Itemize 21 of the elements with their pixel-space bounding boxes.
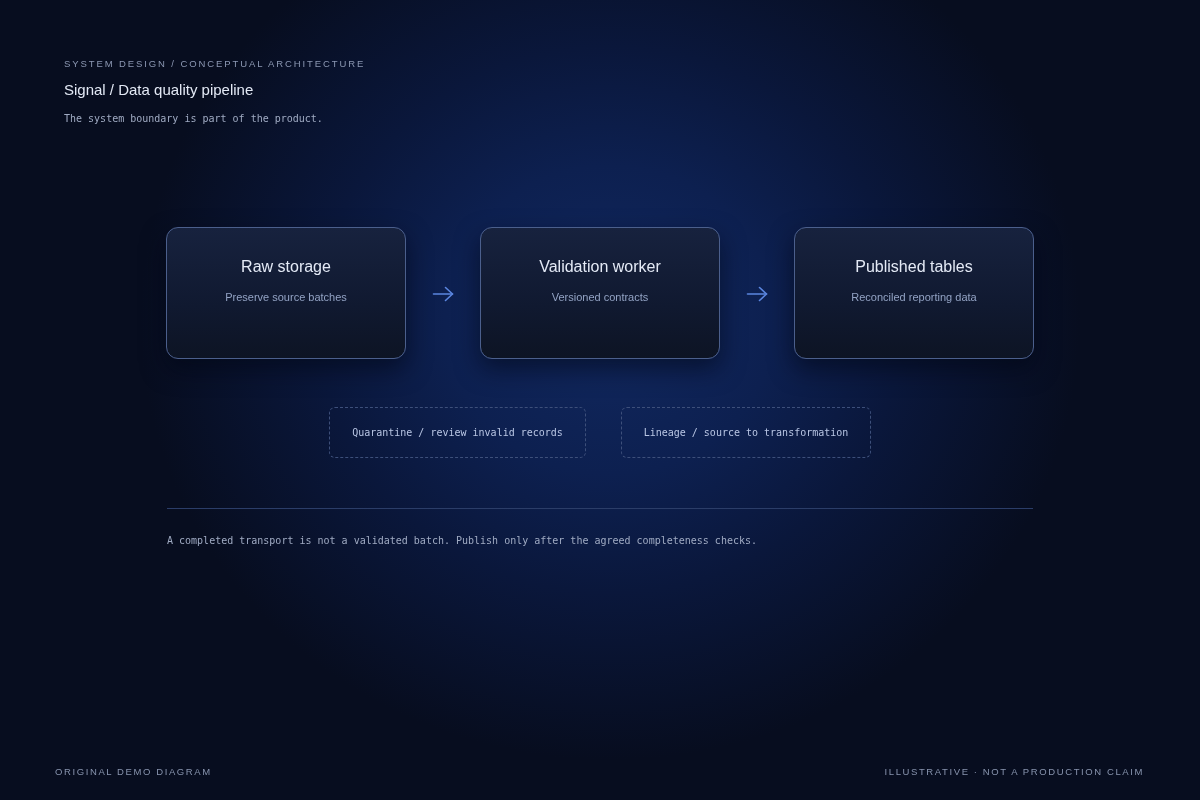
diagram-title: Signal / Data quality pipeline — [64, 81, 254, 99]
footer-text: ILLUSTRATIVE · NOT A PRODUCTION CLAIM — [884, 766, 1144, 778]
eyebrow-text: SYSTEM DESIGN / CONCEPTUAL ARCHITECTURE — [64, 58, 366, 70]
process-card — [480, 227, 720, 359]
note-box — [621, 407, 871, 458]
arrow — [746, 286, 768, 302]
card-subtitle: Preserve source batches — [225, 290, 347, 304]
card-subtitle: Versioned contracts — [551, 290, 649, 304]
card-subtitle: Reconciled reporting data — [851, 290, 977, 304]
note-text: A completed transport is not a validated batch. Publish only after the agreed completeness checks. — [167, 534, 757, 547]
subtitle-text: The system boundary is part of the product. — [64, 112, 323, 125]
process-card — [794, 227, 1034, 359]
card-title: Validation worker — [539, 257, 661, 277]
note-box — [329, 407, 586, 458]
note-text: Lineage / source to transformation — [643, 426, 849, 439]
arrow — [432, 286, 454, 302]
note-text: Quarantine / review invalid records — [352, 426, 563, 439]
card-title: Published tables — [855, 257, 973, 277]
footer-text: ORIGINAL DEMO DIAGRAM — [55, 766, 212, 778]
card-title: Raw storage — [241, 257, 331, 277]
process-card — [166, 227, 406, 359]
